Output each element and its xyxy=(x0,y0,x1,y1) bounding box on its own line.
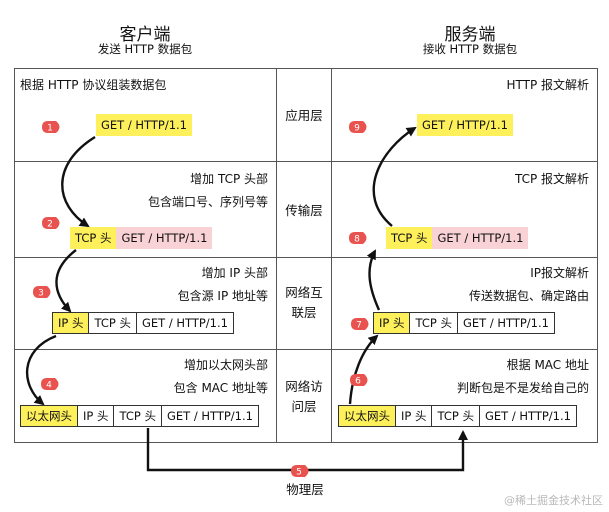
step-badge-1: 1 xyxy=(42,121,60,134)
layer-application: 应用层 xyxy=(285,108,323,123)
step-label-6: 6 xyxy=(355,377,361,387)
http-segment: GET / HTTP/1.1 xyxy=(484,409,571,423)
arrow-network-to-transport xyxy=(366,249,381,311)
arrow-transport-to-network xyxy=(55,249,77,313)
tcp-header-segment: TCP 头 xyxy=(410,313,458,333)
tcp-header-segment: TCP 头 xyxy=(89,313,137,333)
ethernet-header-segment: 以太网头 xyxy=(21,406,78,426)
layer-transport: 传输层 xyxy=(285,203,323,218)
arrow-link-to-network xyxy=(348,334,379,405)
step-label-3: 3 xyxy=(38,289,44,299)
client-note-network-2: 包含源 IP 地址等 xyxy=(177,289,268,303)
client-note-link-2: 包含 MAC 地址等 xyxy=(173,381,268,395)
step-label-1: 1 xyxy=(47,124,53,134)
step-label-7: 7 xyxy=(356,321,362,331)
server-note-network-1: IP报文解析 xyxy=(530,266,589,280)
http-segment: GET / HTTP/1.1 xyxy=(96,114,192,136)
http-segment: GET / HTTP/1.1 xyxy=(116,227,213,249)
client-subtitle: 发送 HTTP 数据包 xyxy=(97,42,193,56)
http-segment: GET / HTTP/1.1 xyxy=(462,316,549,330)
client-note-network-1: 增加 IP 头部 xyxy=(201,266,268,280)
step-badge-8: 8 xyxy=(349,232,367,245)
layer-network-line1: 网络互 xyxy=(285,285,323,300)
layer-physical: 物理层 xyxy=(286,482,324,497)
ip-header-segment: IP 头 xyxy=(53,313,90,333)
client-note-app: 根据 HTTP 协议组装数据包 xyxy=(20,78,167,92)
http-segment: GET / HTTP/1.1 xyxy=(141,316,228,330)
step-label-5: 5 xyxy=(296,468,302,478)
client-packet-transport: TCP 头 GET / HTTP/1.1 xyxy=(70,227,213,249)
step-badge-7: 7 xyxy=(351,318,369,331)
server-note-transport: TCP 报文解析 xyxy=(514,172,589,186)
server-note-network-2: 传送数据包、确定路由 xyxy=(468,289,589,303)
tcp-header-segment: TCP 头 xyxy=(70,227,117,249)
client-packet-link: 以太网头 IP 头 TCP 头 GET / HTTP/1.1 xyxy=(20,405,259,427)
server-note-app: HTTP 报文解析 xyxy=(506,78,589,92)
server-subtitle: 接收 HTTP 数据包 xyxy=(422,42,518,56)
http-segment: GET / HTTP/1.1 xyxy=(166,409,253,423)
client-packet-app: GET / HTTP/1.1 xyxy=(96,114,192,136)
client-note-link-1: 增加以太网头部 xyxy=(183,358,268,372)
step-label-9: 9 xyxy=(354,124,360,134)
ip-header-segment: IP 头 xyxy=(396,406,433,426)
tcp-header-segment: TCP 头 xyxy=(386,227,433,249)
ethernet-header-segment: 以太网头 xyxy=(339,406,396,426)
tcp-header-segment: TCP 头 xyxy=(432,406,480,426)
step-badge-6: 6 xyxy=(350,374,368,387)
step-badge-5: 5 xyxy=(291,465,309,478)
layer-network-line2: 联层 xyxy=(291,305,317,320)
http-segment: GET / HTTP/1.1 xyxy=(432,227,529,249)
client-title: 客户端 xyxy=(119,25,171,45)
tcp-header-segment: TCP 头 xyxy=(114,406,162,426)
http-segment: GET / HTTP/1.1 xyxy=(417,114,513,136)
step-badge-4: 4 xyxy=(41,378,59,391)
ip-header-segment: IP 头 xyxy=(374,313,411,333)
step-badge-9: 9 xyxy=(349,121,367,134)
server-packet-link: 以太网头 IP 头 TCP 头 GET / HTTP/1.1 xyxy=(338,405,577,427)
server-packet-network: IP 头 TCP 头 GET / HTTP/1.1 xyxy=(373,312,555,334)
step-label-2: 2 xyxy=(47,220,53,230)
watermark: @稀土掘金技术社区 xyxy=(504,494,603,507)
server-packet-app: GET / HTTP/1.1 xyxy=(417,114,513,136)
server-packet-transport: TCP 头 GET / HTTP/1.1 xyxy=(386,227,529,249)
step-label-4: 4 xyxy=(46,381,52,391)
server-title: 服务端 xyxy=(444,25,496,45)
server-note-link-2: 判断包是不是发给自己的 xyxy=(456,381,589,395)
server-note-link-1: 根据 MAC 地址 xyxy=(506,358,589,372)
step-label-8: 8 xyxy=(354,235,360,245)
client-packet-network: IP 头 TCP 头 GET / HTTP/1.1 xyxy=(52,312,234,334)
arrow-transport-to-app xyxy=(372,126,417,227)
step-badge-3: 3 xyxy=(33,286,51,299)
ip-header-segment: IP 头 xyxy=(78,406,115,426)
client-note-transport-1: 增加 TCP 头部 xyxy=(190,172,268,186)
step-badge-2: 2 xyxy=(42,217,60,230)
layer-link-line1: 网络访 xyxy=(285,379,323,394)
client-note-transport-2: 包含端口号、序列号等 xyxy=(147,195,268,209)
arrow-app-to-transport xyxy=(61,135,96,228)
arrow-network-to-link xyxy=(25,334,57,406)
layer-link-line2: 问层 xyxy=(291,399,317,414)
